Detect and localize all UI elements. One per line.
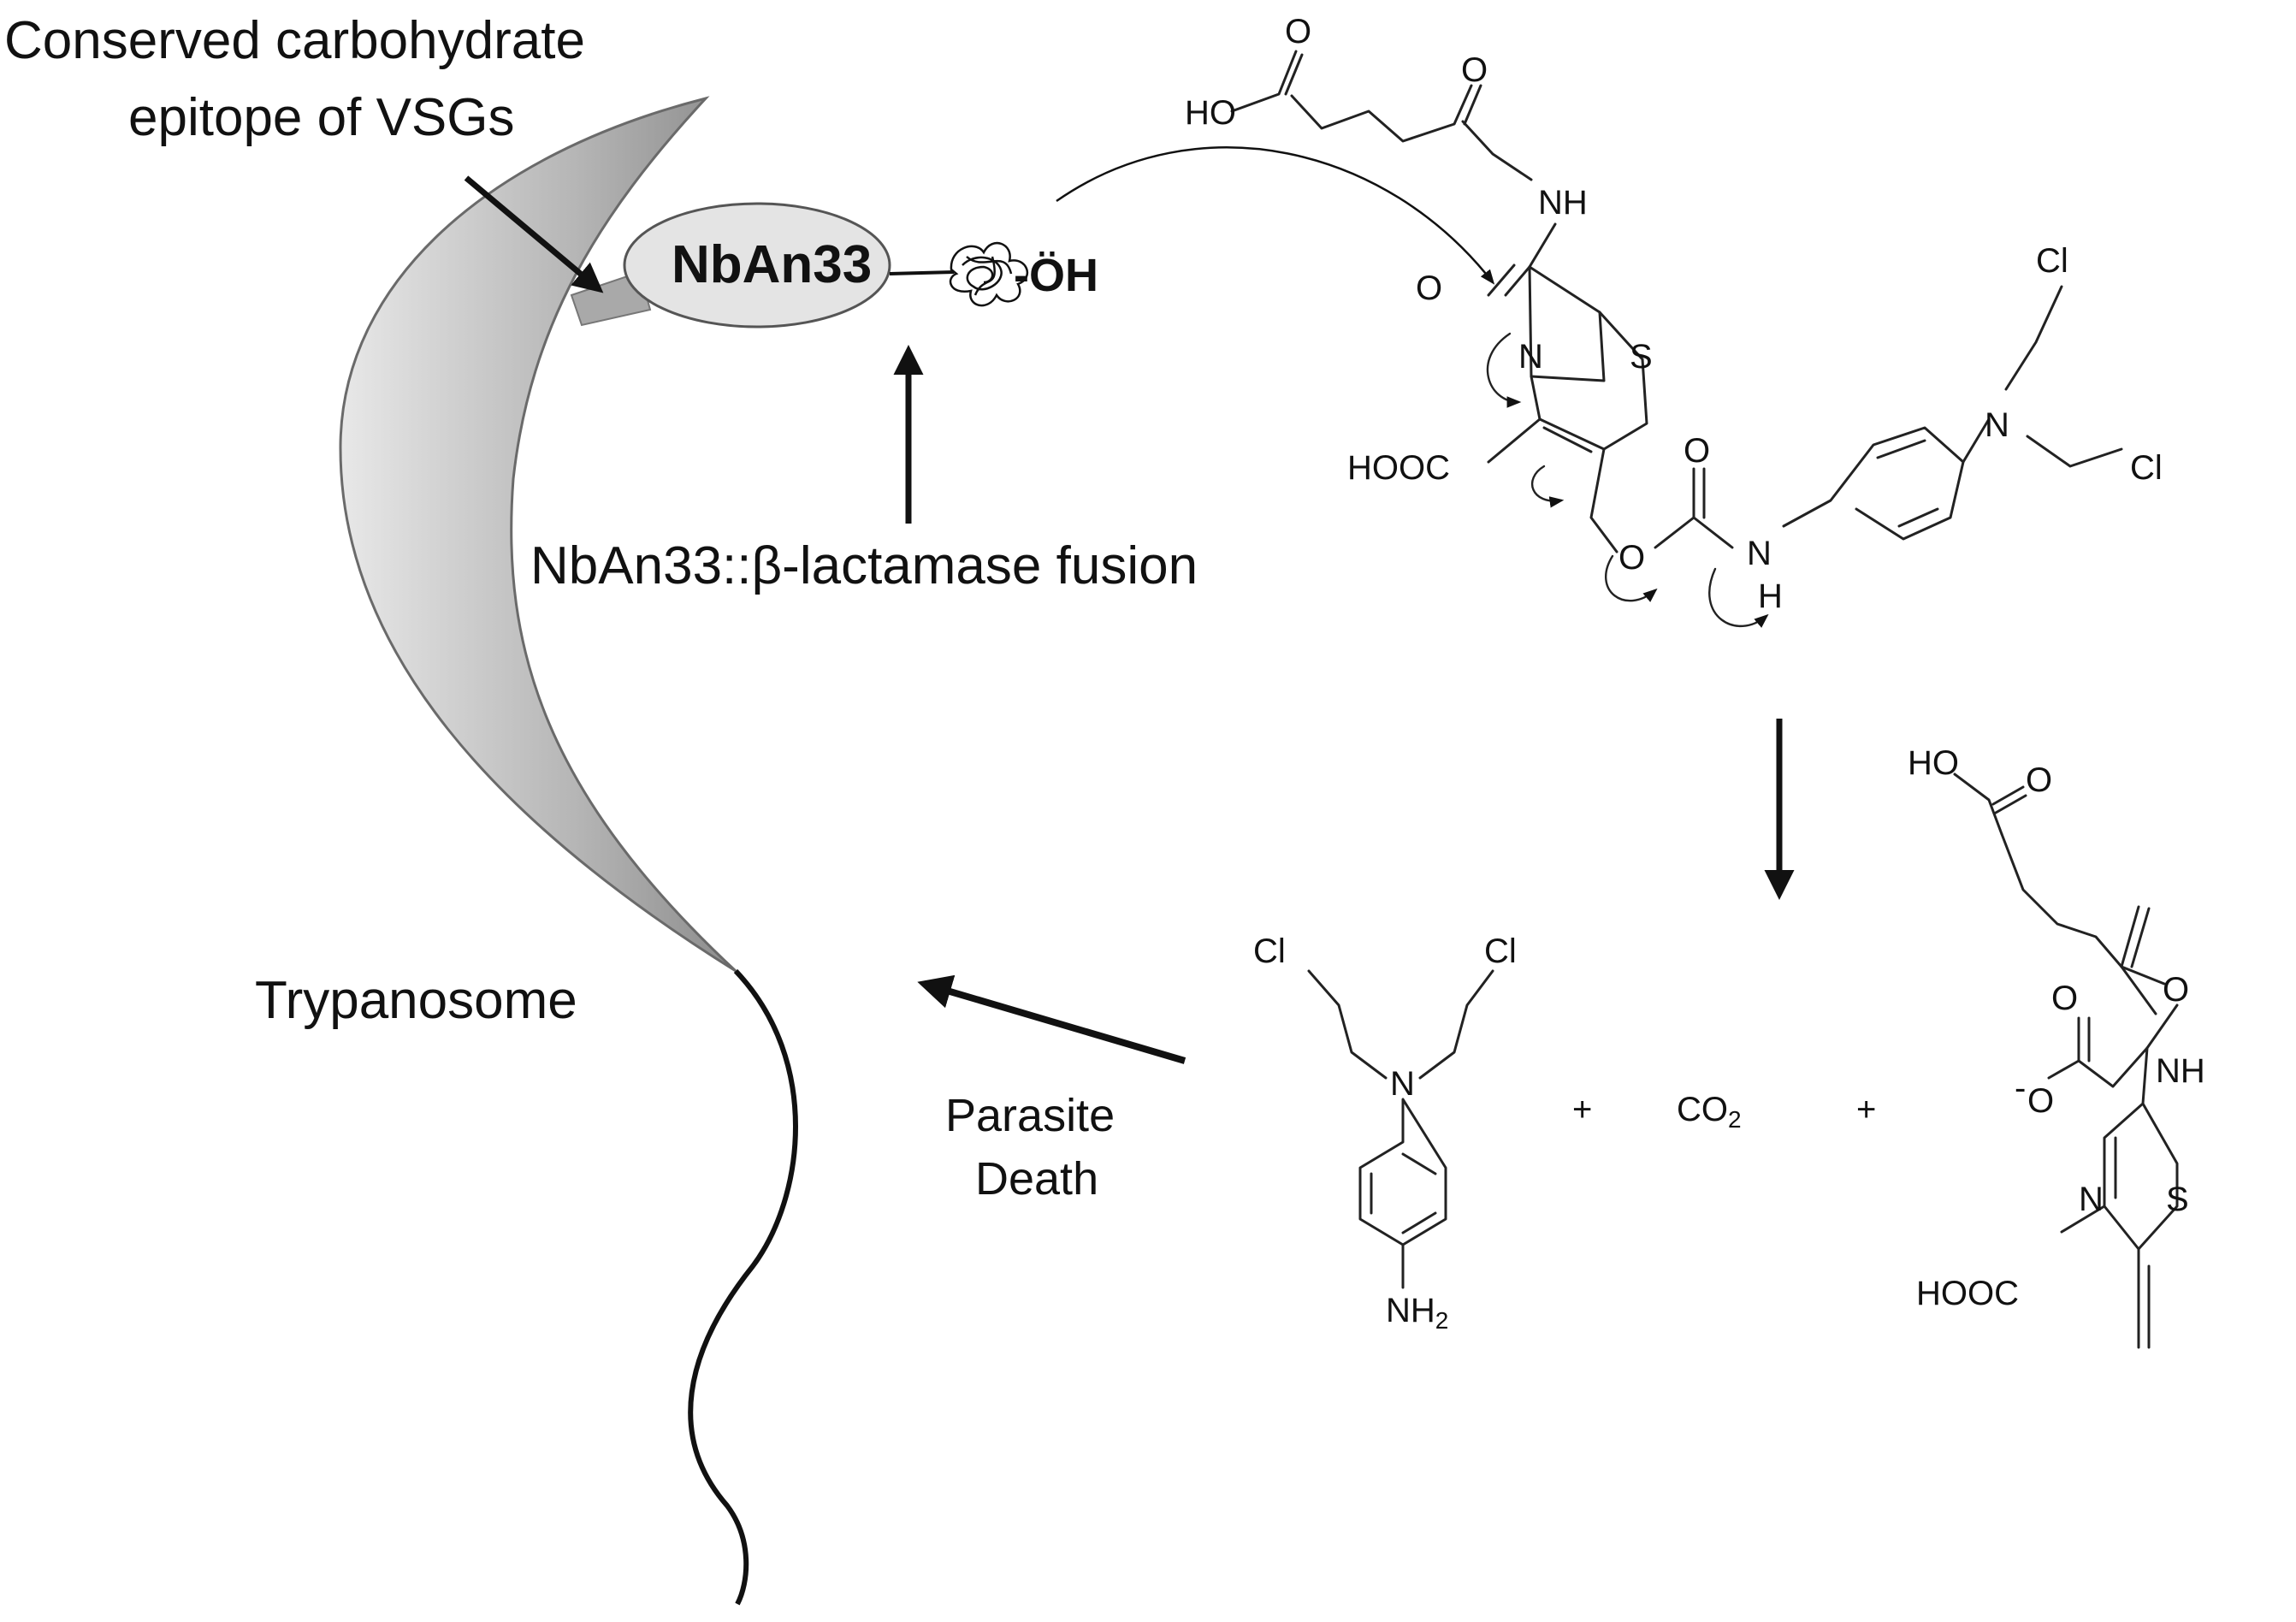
prodrug-cl-right: Cl	[2130, 449, 2163, 487]
prodrug-ring-n: N	[1518, 338, 1543, 376]
plus-sign-2: +	[1856, 1091, 1876, 1128]
death-arrow	[917, 974, 1186, 1064]
plus-sign-1: +	[1572, 1091, 1592, 1128]
hydroxyl-label: -ÖH	[1014, 250, 1098, 301]
outcome-label-line1: Parasite	[945, 1090, 1115, 1141]
co2-label: CO2	[1677, 1091, 1742, 1133]
mustard-amine-n: N	[1390, 1065, 1415, 1103]
fragment-ring-s: S	[2166, 1181, 2189, 1218]
prodrug-mustard-n: N	[1985, 406, 2009, 444]
mustard-cl-right: Cl	[1484, 932, 1517, 970]
prodrug-ring-s: S	[1630, 338, 1653, 376]
fusion-label: NbAn33::β-lactamase fusion	[530, 536, 1198, 595]
prodrug-amide-nh: NH	[1538, 184, 1588, 222]
prodrug-ester-o: O	[1618, 539, 1645, 577]
mustard-cl-left: Cl	[1253, 932, 1286, 970]
fragment-carboxylate-o: O	[2027, 1082, 2054, 1120]
prodrug-carbamate-o: O	[1684, 432, 1710, 470]
cephem-fragment-product	[1953, 773, 2179, 1349]
co2-text: CO	[1677, 1091, 1728, 1128]
nanobody-label: NbAn33	[672, 235, 872, 294]
trypanosome-body	[339, 96, 737, 973]
prodrug-acid-ho: HO	[1185, 94, 1236, 132]
fragment-carboxylate-minus: -	[2015, 1069, 2026, 1107]
beta-lactamase-blob	[949, 242, 1028, 307]
prodrug-aniline-n: N	[1747, 535, 1772, 572]
mustard-nh2: NH2	[1386, 1292, 1448, 1334]
epitope-label-line2: epitope of VSGs	[128, 88, 515, 147]
co2-subscript: 2	[1728, 1106, 1742, 1133]
fragment-amide-nh: NH	[2156, 1052, 2205, 1090]
fusion-linker	[889, 270, 955, 275]
fragment-ring-n: N	[2079, 1181, 2104, 1218]
trypanosome-label: Trypanosome	[255, 971, 577, 1030]
mustard-nh2-subscript: 2	[1435, 1307, 1449, 1334]
fragment-acid-o: O	[2026, 761, 2052, 799]
nanobody-ellipse	[623, 202, 891, 329]
prodrug-cl-top: Cl	[2036, 242, 2068, 280]
prodrug-structure	[1230, 50, 2123, 628]
fragment-amide-o: O	[2163, 971, 2189, 1009]
mustard-nh: NH	[1386, 1292, 1435, 1329]
fragment-carboxyl: HOOC	[1916, 1275, 2019, 1312]
trypanosome-illustration	[339, 96, 798, 1606]
prodrug-lactam-o: O	[1416, 269, 1442, 307]
epitope-label-line1: Conserved carbohydrate	[4, 11, 585, 70]
fragment-acid-ho: HO	[1908, 744, 1959, 782]
outcome-label-line2: Death	[975, 1153, 1098, 1205]
trypanosome-flagellum	[688, 968, 798, 1606]
prodrug-carboxyl: HOOC	[1347, 449, 1450, 487]
mustard-product	[1307, 969, 1494, 1289]
prodrug-acid-o: O	[1285, 13, 1311, 50]
prodrug-amide-o: O	[1461, 51, 1488, 89]
fragment-carboxylate-o-top: O	[2051, 980, 2078, 1017]
epitope-arrow	[464, 175, 604, 293]
attack-arrow	[1056, 146, 1495, 285]
prodrug-aniline-h: H	[1758, 577, 1783, 615]
